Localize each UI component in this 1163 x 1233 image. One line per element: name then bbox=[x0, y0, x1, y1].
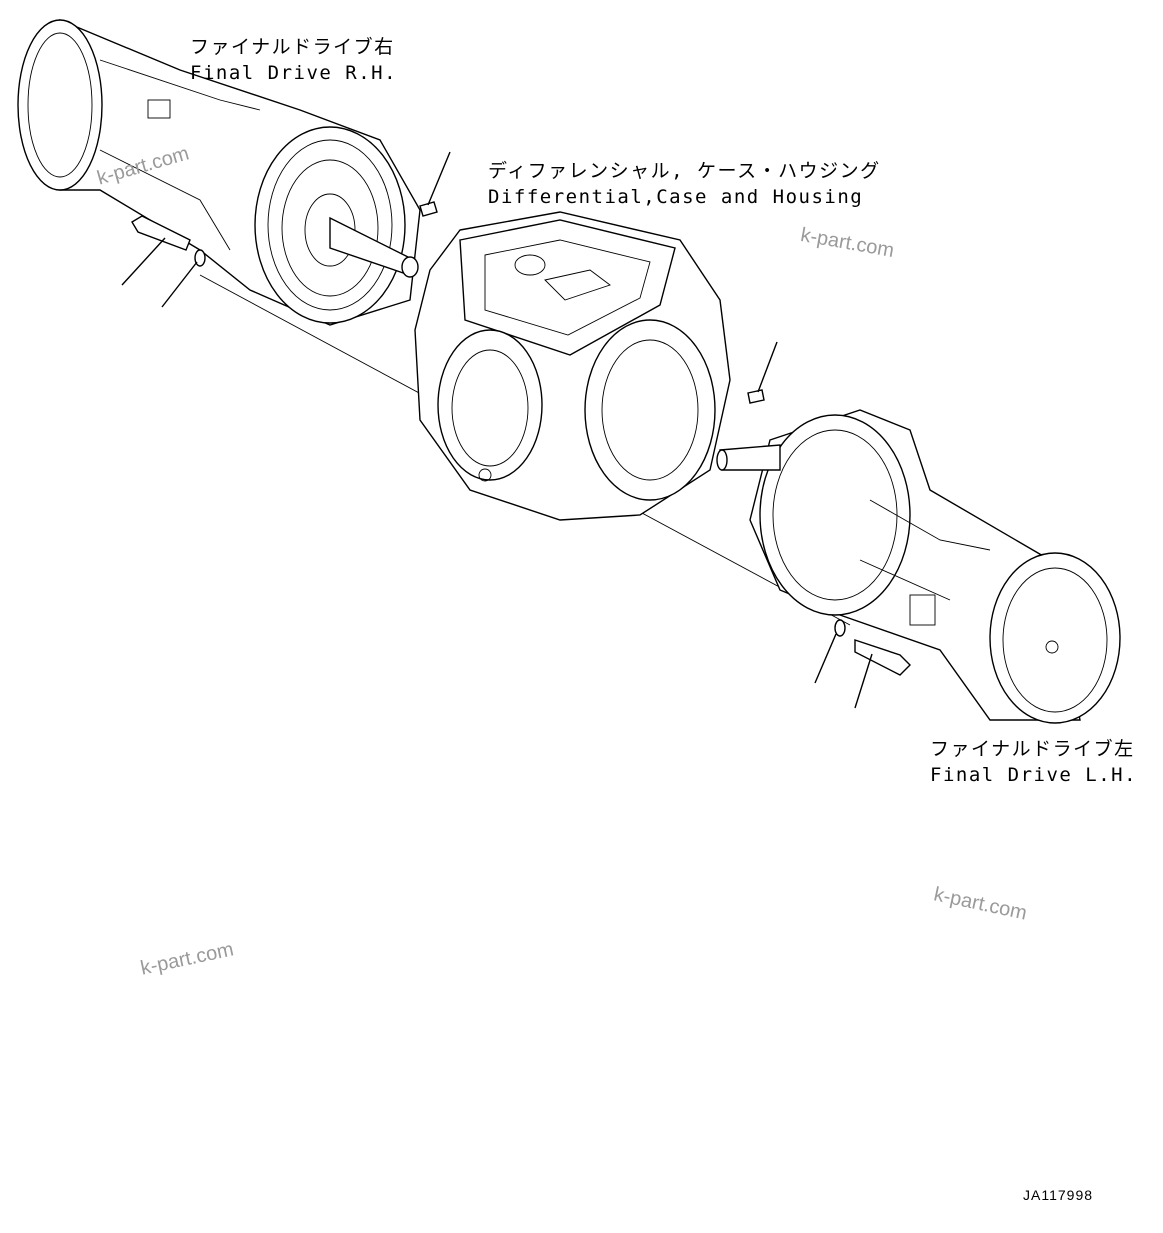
washer-rh bbox=[161, 249, 206, 308]
drawing-code: JA117998 bbox=[1023, 1187, 1094, 1203]
label-en: Differential,Case and Housing bbox=[488, 186, 864, 208]
final-drive-lh bbox=[716, 409, 1121, 724]
bolt-rh bbox=[121, 215, 191, 286]
label-differential: ディファレンシャル, ケース・ハウジング Differential,Case a… bbox=[488, 158, 881, 210]
washer-lh bbox=[814, 619, 846, 684]
bolt-lh bbox=[854, 639, 911, 709]
differential-case-housing bbox=[414, 211, 731, 521]
label-en: Final Drive R.H. bbox=[190, 62, 398, 84]
dowel-pin-right bbox=[747, 341, 778, 404]
label-jp: ディファレンシャル, ケース・ハウジング bbox=[488, 160, 881, 182]
dowel-pin-top bbox=[419, 151, 451, 217]
label-final-drive-lh: ファイナルドライブ左 Final Drive L.H. bbox=[930, 736, 1137, 788]
label-jp: ファイナルドライブ右 bbox=[190, 36, 395, 58]
label-final-drive-rh: ファイナルドライブ右 Final Drive R.H. bbox=[190, 34, 397, 86]
final-drive-rh bbox=[17, 18, 421, 326]
label-jp: ファイナルドライブ左 bbox=[930, 738, 1135, 760]
label-en: Final Drive L.H. bbox=[930, 764, 1138, 786]
